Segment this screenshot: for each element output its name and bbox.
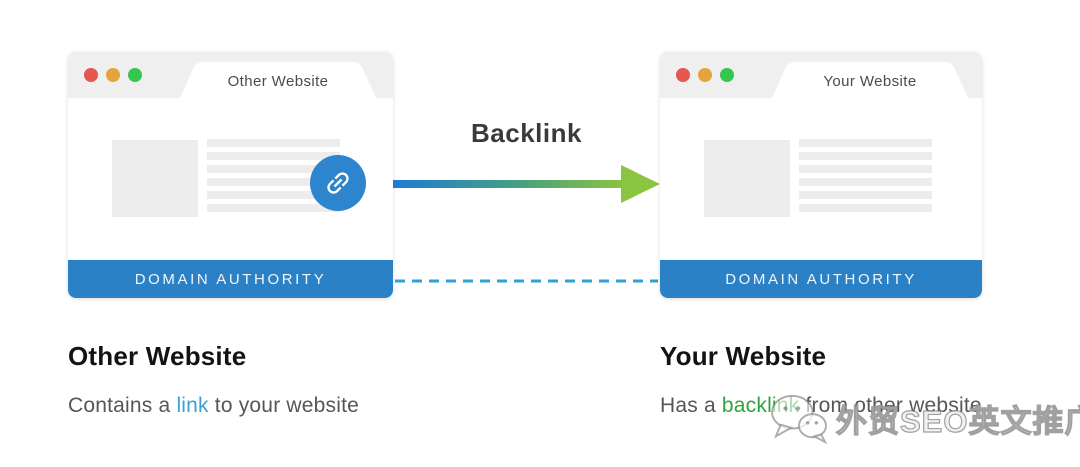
- orange-dot-icon: [106, 68, 120, 82]
- text-line: [799, 139, 932, 147]
- backlink-keyword: backlink: [721, 394, 800, 417]
- text-line: [799, 191, 932, 199]
- text-line: [799, 165, 932, 173]
- tab-shape: [772, 62, 968, 98]
- text-line: [207, 152, 340, 160]
- orange-dot-icon: [698, 68, 712, 82]
- caption-text: Has a backlink from other website: [660, 394, 1080, 418]
- your-website-window: Your Website DOMAIN AUTHORITY: [660, 52, 982, 298]
- text-line: [799, 204, 932, 212]
- backlink-arrow: [393, 165, 660, 203]
- green-dot-icon: [720, 68, 734, 82]
- text-line: [799, 178, 932, 186]
- green-dot-icon: [128, 68, 142, 82]
- your-website-caption: Your Website Has a backlink from other w…: [660, 341, 1080, 418]
- red-dot-icon: [676, 68, 690, 82]
- caption-title: Your Website: [660, 341, 827, 371]
- tab-shape: [180, 62, 376, 98]
- page-content-skeleton: [660, 98, 982, 260]
- text-line: [207, 165, 340, 173]
- caption-suffix: to your website: [208, 394, 360, 417]
- caption-prefix: Contains a: [68, 394, 177, 417]
- domain-authority-bar: DOMAIN AUTHORITY: [68, 260, 393, 298]
- image-placeholder: [704, 140, 790, 217]
- text-line: [207, 178, 340, 186]
- text-line: [207, 204, 340, 212]
- link-badge: [310, 155, 366, 211]
- tab-label: Other Website: [227, 73, 329, 90]
- link-icon: [327, 172, 349, 194]
- domain-authority-bar: DOMAIN AUTHORITY: [660, 260, 982, 298]
- link-keyword: link: [176, 394, 209, 417]
- backlink-arrow-label: Backlink: [471, 118, 582, 148]
- window-controls: [84, 68, 142, 82]
- text-line: [207, 139, 340, 147]
- browser-tab: Other Website: [180, 62, 376, 98]
- caption-suffix: from other website: [799, 394, 982, 417]
- caption-title: Other Website: [68, 341, 247, 371]
- text-line: [799, 152, 932, 160]
- window-header: Your Website: [660, 52, 982, 98]
- browser-tab: Your Website: [772, 62, 968, 98]
- other-website-caption: Other Website Contains a link to your we…: [68, 341, 488, 418]
- text-line: [207, 191, 340, 199]
- other-website-window: Other Website DOMAIN AUTHORITY: [68, 52, 393, 298]
- tab-label: Your Website: [823, 73, 917, 90]
- red-dot-icon: [84, 68, 98, 82]
- caption-prefix: Has a: [660, 394, 722, 417]
- window-controls: [676, 68, 734, 82]
- image-placeholder: [112, 140, 198, 217]
- domain-authority-link-line: [395, 279, 658, 283]
- caption-text: Contains a link to your website: [68, 394, 488, 418]
- window-header: Other Website: [68, 52, 393, 98]
